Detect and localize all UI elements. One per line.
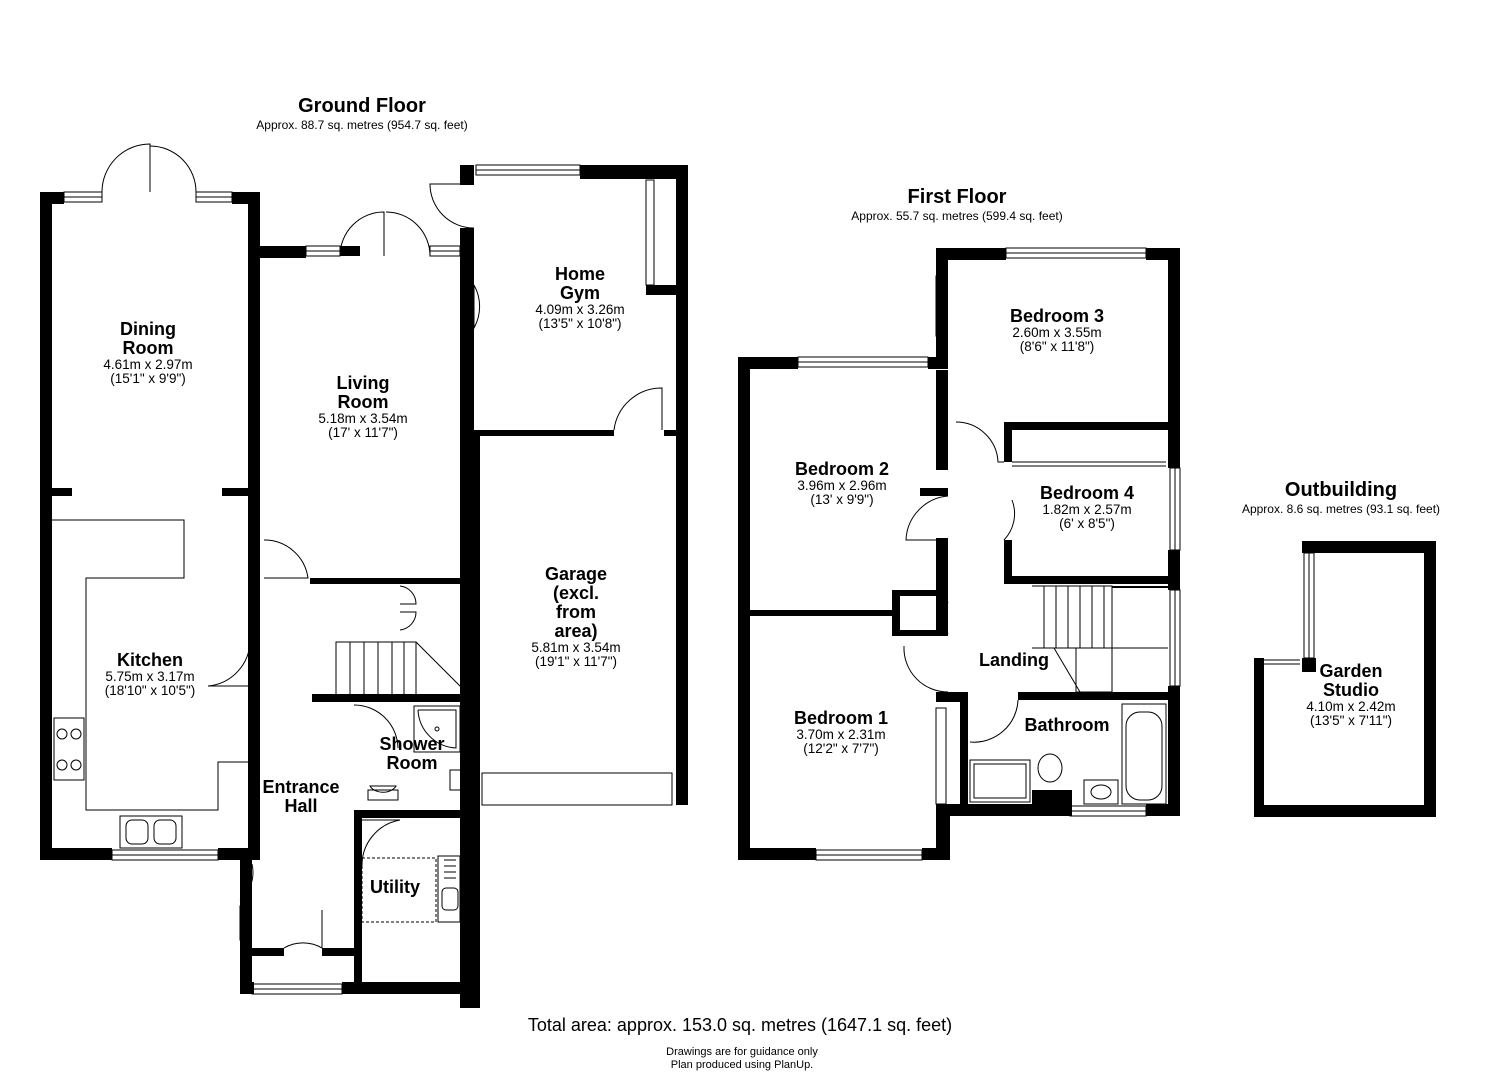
room-metric: 4.09m x 3.26m [535,301,625,317]
room-label-bedroom4: Bedroom 4 1.82m x 2.57m (6' x 8'5") [1040,484,1134,531]
room-name: Dining [119,319,176,339]
floor-title: Outbuilding [1284,479,1398,501]
room-imperial: (6' x 8'5") [1059,516,1115,532]
room-imperial: (13'5" x 10'8") [538,315,622,331]
floor-title: Ground Floor [298,95,426,117]
fixtures [52,143,1315,995]
room-name: Kitchen [116,650,184,670]
room-imperial: (15'1" x 9'9") [110,370,186,386]
floor-area: Approx. 88.7 sq. metres (954.7 sq. feet) [256,118,468,132]
floor-area: Approx. 55.7 sq. metres (599.4 sq. feet) [851,209,1063,223]
room-name: Bedroom 2 [794,459,890,479]
room-imperial: (13' x 9'9") [810,492,874,508]
planup-note: Plan produced using PlanUp. [670,1059,814,1071]
room-label-bedroom3: Bedroom 3 2.60m x 3.55m (8'6" x 11'8") [1010,307,1104,354]
ground-floor-header: Ground Floor Approx. 88.7 sq. metres (95… [256,94,467,132]
outbuilding-header: Outbuilding Approx. 8.6 sq. metres (93.1… [1242,478,1440,516]
room-label-bedroom1: Bedroom 1 3.70m x 2.31m (12'2" x 7'7") [794,709,888,756]
room-name: Bedroom 1 [793,708,889,728]
room-label-bedroom2: Bedroom 2 3.96m x 2.96m (13' x 9'9") [795,460,889,507]
room-name: Bathroom [1024,715,1110,735]
room-metric: 4.61m x 2.97m [103,356,193,372]
room-metric: 5.18m x 3.54m [318,410,408,426]
room-name: Studio [1322,679,1379,700]
room-label-kitchen: Kitchen 5.75m x 3.17m (18'10" x 10'5") [105,651,196,698]
room-imperial: (8'6" x 11'8") [1019,339,1095,355]
room-name: Room [337,391,389,412]
room-name: Home [554,264,606,284]
room-label-gym: Home Gym 4.09m x 3.26m (13'5" x 10'8") [535,265,624,331]
walls [40,165,1436,1008]
room-name: area) [554,620,598,641]
room-name: (excl. [552,582,600,603]
room-label-hall: Entrance Hall [262,778,339,816]
room-name: Landing [979,650,1049,670]
room-name: Hall [284,795,318,816]
first-floor-header: First Floor Approx. 55.7 sq. metres (599… [851,185,1062,223]
room-metric: 3.70m x 2.31m [796,726,886,742]
room-imperial: (18'10" x 10'5") [104,683,196,699]
room-metric: 5.81m x 3.54m [531,639,621,655]
room-imperial: (17' x 11'7") [328,424,398,440]
room-label-studio: Garden Studio 4.10m x 2.42m (13'5" x 7'1… [1306,662,1395,728]
footer: Total area: approx. 153.0 sq. metres (16… [528,1015,952,1036]
room-imperial: (12'2" x 7'7") [803,741,879,757]
room-name: Room [386,752,438,773]
room-name: Gym [559,282,601,303]
room-imperial: (19'1" x 11'7") [534,653,618,669]
total-area: Total area: approx. 153.0 sq. metres (16… [527,1015,953,1035]
room-label-shower: Shower Room [379,735,444,773]
room-name: Bedroom 4 [1039,483,1135,503]
floor-title: First Floor [907,186,1007,208]
room-name: Shower [379,734,445,754]
room-name: Utility [369,877,421,897]
room-name: Living [336,373,390,393]
room-metric: 3.96m x 2.96m [797,477,887,493]
footer-notes: Drawings are for guidance only Plan prod… [666,1046,818,1072]
room-metric: 2.60m x 3.55m [1012,324,1102,340]
room-name: Entrance [262,777,340,797]
room-name: Room [122,337,174,358]
room-name: Garage [544,564,608,584]
room-label-living: Living Room 5.18m x 3.54m (17' x 11'7") [318,374,407,440]
room-metric: 5.75m x 3.17m [105,668,195,684]
room-name: from [555,601,596,622]
room-name: Bedroom 3 [1009,306,1105,326]
room-label-utility: Utility [370,878,420,897]
room-label-bathroom: Bathroom [1025,716,1110,735]
room-name: Garden [1319,661,1383,681]
room-label-dining: Dining Room 4.61m x 2.97m (15'1" x 9'9") [103,320,192,386]
floor-area: Approx. 8.6 sq. metres (93.1 sq. feet) [1241,502,1441,516]
room-imperial: (13'5" x 7'11") [1309,712,1393,728]
room-metric: 1.82m x 2.57m [1042,501,1132,517]
room-label-garage: Garage (excl. from area) 5.81m x 3.54m (… [531,565,620,669]
room-label-landing: Landing [979,651,1049,670]
room-metric: 4.10m x 2.42m [1306,698,1396,714]
guidance-note: Drawings are for guidance only [666,1046,818,1058]
